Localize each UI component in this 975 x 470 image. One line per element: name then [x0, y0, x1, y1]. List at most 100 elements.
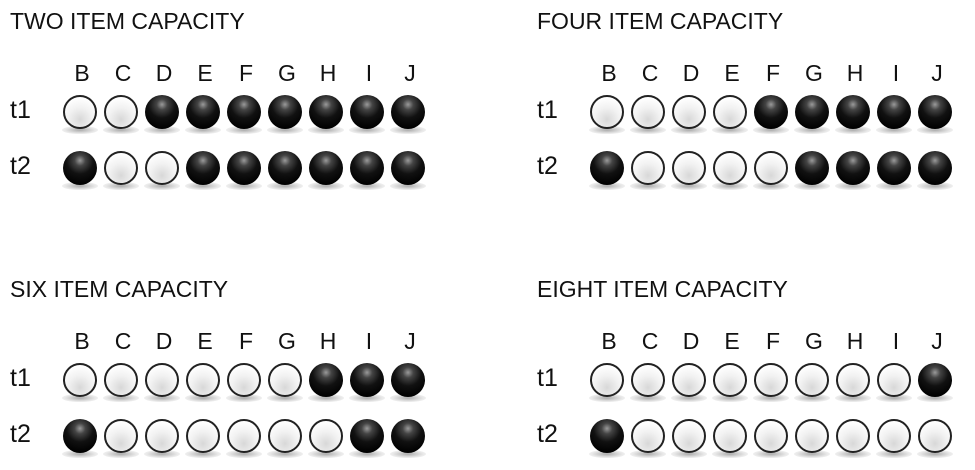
white-ball-t2-C	[104, 151, 138, 185]
black-ball-t2-H	[309, 151, 343, 185]
white-ball-t1-B	[63, 95, 97, 129]
column-label-H: H	[846, 60, 864, 86]
white-ball-t1-G	[268, 363, 302, 397]
ball-shadow	[835, 126, 871, 134]
panel-title: EIGHT ITEM CAPACITY	[537, 276, 788, 302]
ball-shadow	[671, 126, 707, 134]
ball-shadow	[671, 450, 707, 458]
ball-shadow	[876, 450, 912, 458]
white-ball-t2-H	[309, 419, 343, 453]
column-label-J: J	[404, 60, 416, 86]
ball-shadow	[712, 450, 748, 458]
white-ball-t1-D	[672, 95, 706, 129]
ball-shadow	[589, 182, 625, 190]
column-label-E: E	[197, 60, 213, 86]
white-ball-t1-E	[713, 363, 747, 397]
ball-shadow	[308, 126, 344, 134]
white-ball-t2-F	[754, 419, 788, 453]
ball-shadow	[630, 394, 666, 402]
ball-shadow	[917, 450, 953, 458]
ball-shadow	[185, 394, 221, 402]
black-ball-t2-B	[590, 151, 624, 185]
black-ball-t1-I	[877, 95, 911, 129]
white-ball-t1-I	[877, 363, 911, 397]
ball-shadow	[267, 126, 303, 134]
column-label-D: D	[155, 60, 173, 86]
black-ball-t1-J	[918, 363, 952, 397]
column-label-G: G	[805, 60, 823, 86]
column-label-H: H	[846, 328, 864, 354]
row-label-t1: t1	[10, 96, 31, 124]
ball-shadow	[185, 450, 221, 458]
ball-shadow	[226, 182, 262, 190]
white-ball-t1-F	[754, 363, 788, 397]
ball-shadow	[267, 182, 303, 190]
black-ball-t1-F	[754, 95, 788, 129]
white-ball-t2-E	[186, 419, 220, 453]
column-label-B: B	[74, 328, 90, 354]
white-ball-t1-D	[672, 363, 706, 397]
ball-shadow	[267, 394, 303, 402]
white-ball-t2-D	[672, 419, 706, 453]
black-ball-t2-J	[918, 151, 952, 185]
column-label-D: D	[155, 328, 173, 354]
column-label-J: J	[404, 328, 416, 354]
row-label-t2: t2	[10, 152, 31, 180]
ball-shadow	[712, 182, 748, 190]
panel-title: FOUR ITEM CAPACITY	[537, 8, 784, 34]
ball-shadow	[62, 182, 98, 190]
row-label-t2: t2	[537, 420, 558, 448]
ball-shadow	[876, 394, 912, 402]
column-label-G: G	[278, 60, 296, 86]
black-ball-t1-G	[795, 95, 829, 129]
column-label-E: E	[724, 328, 740, 354]
white-ball-t2-C	[631, 151, 665, 185]
ball-shadow	[349, 394, 385, 402]
column-label-B: B	[601, 328, 617, 354]
ball-shadow	[876, 126, 912, 134]
ball-shadow	[753, 182, 789, 190]
black-ball-t2-I	[350, 151, 384, 185]
black-ball-t2-G	[795, 151, 829, 185]
ball-shadow	[144, 394, 180, 402]
ball-shadow	[62, 394, 98, 402]
white-ball-t1-D	[145, 363, 179, 397]
column-label-F: F	[765, 60, 781, 86]
ball-shadow	[794, 450, 830, 458]
white-ball-t1-H	[836, 363, 870, 397]
white-ball-t1-B	[590, 363, 624, 397]
ball-shadow	[62, 126, 98, 134]
column-label-H: H	[319, 60, 337, 86]
column-label-E: E	[724, 60, 740, 86]
column-label-F: F	[238, 60, 254, 86]
white-ball-t2-C	[104, 419, 138, 453]
ball-shadow	[917, 394, 953, 402]
black-ball-t2-B	[63, 419, 97, 453]
ball-shadow	[876, 182, 912, 190]
panel-title: TWO ITEM CAPACITY	[10, 8, 245, 34]
black-ball-t1-I	[350, 363, 384, 397]
black-ball-t1-J	[918, 95, 952, 129]
white-ball-t2-E	[713, 151, 747, 185]
column-label-C: C	[641, 328, 659, 354]
ball-shadow	[630, 450, 666, 458]
black-ball-t1-H	[836, 95, 870, 129]
black-ball-t1-G	[268, 95, 302, 129]
column-label-I: I	[365, 328, 373, 354]
black-ball-t1-E	[186, 95, 220, 129]
white-ball-t2-F	[227, 419, 261, 453]
column-label-F: F	[765, 328, 781, 354]
ball-shadow	[390, 126, 426, 134]
white-ball-t1-G	[795, 363, 829, 397]
ball-shadow	[226, 126, 262, 134]
column-label-H: H	[319, 328, 337, 354]
black-ball-t1-J	[391, 95, 425, 129]
panel-title: SIX ITEM CAPACITY	[10, 276, 229, 302]
ball-shadow	[103, 394, 139, 402]
column-label-I: I	[892, 328, 900, 354]
ball-shadow	[349, 126, 385, 134]
